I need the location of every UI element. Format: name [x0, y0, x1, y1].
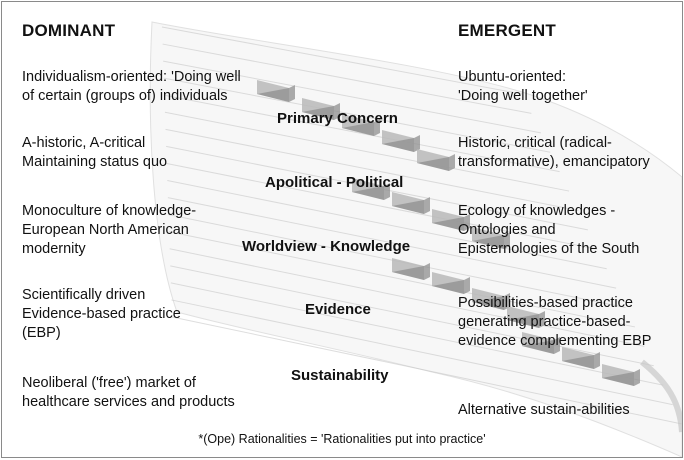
key-separator-line [166, 162, 598, 250]
black-key-side [522, 337, 560, 354]
key-separator-line [161, 26, 523, 95]
dimension-worldview-knowledge: Worldview - Knowledge [242, 238, 411, 255]
black-key-side [417, 154, 455, 171]
key-separator-line [169, 248, 645, 347]
dimension-apolitical-political: Apolitical - Political [265, 174, 404, 191]
dominant-item-4: Scientifically driven Evidence-based pra… [22, 287, 181, 341]
black-key-side [507, 311, 545, 328]
dominant-heading: DOMINANT [22, 21, 116, 40]
black-key-side [472, 293, 510, 310]
key-separator-line [170, 265, 654, 367]
key-separator-line [163, 77, 551, 153]
emergent-item-1: Ubuntu-oriented: 'Doing well together' [458, 69, 588, 104]
black-key-side [432, 277, 470, 294]
footnote: *(Ope) Rationalities = 'Rationalities pu… [198, 432, 486, 446]
black-key-side [392, 197, 430, 214]
black-key-side [257, 85, 295, 102]
black-key-side [382, 135, 420, 152]
key-separator-line [164, 94, 560, 173]
key-separator-line [167, 197, 617, 289]
key-separator-line [168, 231, 636, 328]
black-key-side [602, 369, 640, 386]
key-separator-line [167, 180, 607, 270]
black-key-side [472, 232, 510, 249]
emergent-item-5: Alternative sustain-abilities [458, 402, 630, 418]
key-separator-line [170, 282, 664, 386]
emergent-item-4: Possibilities-based practice generating … [458, 295, 652, 349]
dimension-evidence: Evidence [305, 301, 371, 318]
key-separator-line [163, 60, 541, 134]
dominant-item-3: Monoculture of knowledge- European North… [22, 203, 197, 257]
emergent-item-2: Historic, critical (radical- transformat… [458, 135, 650, 170]
dominant-item-1: Individualism-oriented: 'Doing well of c… [22, 69, 241, 104]
key-separator-line [165, 128, 579, 211]
emergent-heading: EMERGENT [458, 21, 556, 40]
black-key-side [562, 352, 600, 369]
emergent-item-3: Ecology of knowledges - Ontologies and E… [458, 203, 640, 257]
black-key-side [342, 119, 380, 136]
black-key-side [392, 263, 430, 280]
dimension-primary-concern: Primary Concern [277, 110, 398, 127]
dominant-item-2: A-historic, A-critical Maintaining statu… [22, 135, 168, 170]
dominant-item-5: Neoliberal ('free') market of healthcare… [22, 375, 235, 410]
dimension-sustainability: Sustainability [291, 367, 389, 384]
key-separator-line [171, 299, 673, 406]
black-key-side [302, 103, 340, 120]
black-key-side [432, 214, 470, 231]
key-separator-line [171, 316, 682, 425]
key-separator-line [162, 43, 532, 114]
key-separator-line [164, 111, 570, 192]
black-key-side [352, 183, 390, 200]
keyboard-edge [640, 359, 682, 433]
